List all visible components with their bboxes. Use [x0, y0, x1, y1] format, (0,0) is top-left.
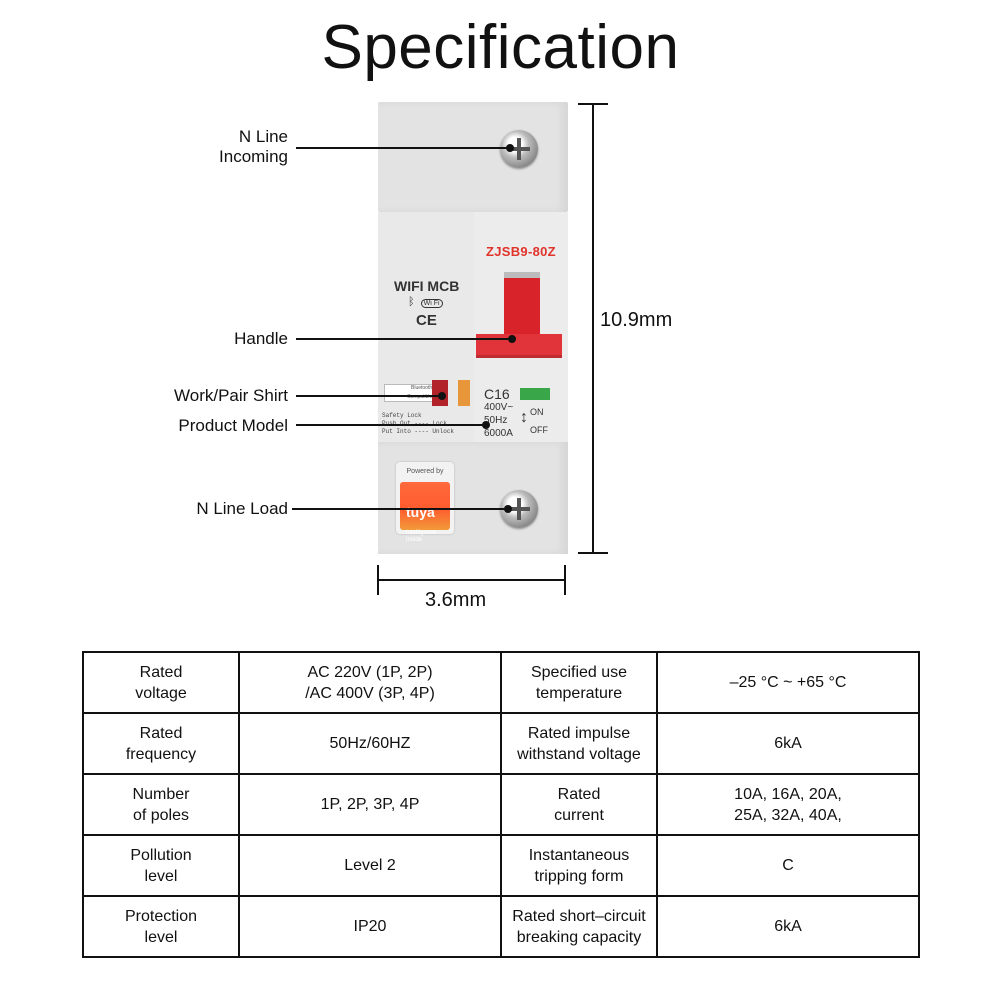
callout-dot-handle — [508, 335, 516, 343]
spec-label: Rated frequency — [82, 712, 240, 775]
rating-frequency: 50Hz — [484, 415, 508, 426]
spec-value: Level 2 — [238, 834, 502, 897]
callout-dot-product-model — [482, 421, 490, 429]
on-off-indicator: ↕ ON OFF — [520, 406, 548, 436]
height-dimension-cap-top — [578, 103, 608, 105]
spec-label: Rated short–circuit breaking capacity — [500, 895, 658, 958]
callout-product-model: Product Model — [178, 416, 288, 435]
callout-line-handle — [296, 338, 512, 340]
height-dimension-label: 10.9mm — [600, 309, 673, 331]
safety-lock-tab — [458, 380, 470, 406]
width-dimension-cap-right — [564, 565, 566, 595]
spec-table: Rated voltage AC 220V (1P, 2P) /AC 400V … — [82, 651, 920, 958]
height-dimension-cap-bottom — [578, 552, 608, 554]
rating-block: C16 400V~ 50Hz 6000A — [484, 386, 514, 440]
width-dimension-line — [378, 579, 566, 581]
table-row: Rated frequency 50Hz/60HZ Rated impulse … — [82, 712, 920, 775]
switch-bottom-label: Compatible — [407, 394, 433, 400]
width-dimension-cap-left — [377, 565, 379, 595]
callout-line-work-pair — [296, 395, 442, 397]
tuya-brand: tuya — [406, 504, 435, 520]
spec-value: C — [656, 834, 920, 897]
off-label: OFF — [530, 425, 548, 435]
spec-value: –25 °C ~ +65 °C — [656, 651, 920, 714]
tuya-badge: Powered by tuya Intelligence Inside — [396, 462, 454, 543]
spec-value: 6kA — [656, 712, 920, 775]
spec-label: Number of poles — [82, 773, 240, 836]
device-top-terminal — [378, 102, 568, 212]
callout-line-load — [292, 508, 508, 510]
callout-dot-load — [504, 505, 512, 513]
rating-capacity: 6000A — [484, 428, 513, 439]
switch-top-label: Bluetooth — [411, 385, 433, 391]
spec-value: IP20 — [238, 895, 502, 958]
spec-label: Rated current — [500, 773, 658, 836]
spec-value: 10A, 16A, 20A, 25A, 32A, 40A, — [656, 773, 920, 836]
wifi-badge: Wi Fi — [420, 299, 443, 308]
spec-value: AC 220V (1P, 2P) /AC 400V (3P, 4P) — [238, 651, 502, 714]
callout-n-line-load: N Line Load — [196, 499, 288, 518]
bluetooth-wifi-row: ᛒ Wi Fi — [408, 296, 443, 308]
status-indicator — [520, 388, 550, 400]
callout-dot-work-pair — [438, 392, 446, 400]
spec-value: 50Hz/60HZ — [238, 712, 502, 775]
callout-line-product-model — [296, 424, 486, 426]
spec-label: Instantaneous tripping form — [500, 834, 658, 897]
table-row: Number of poles 1P, 2P, 3P, 4P Rated cur… — [82, 773, 920, 836]
table-row: Protection level IP20 Rated short–circui… — [82, 895, 920, 958]
ce-mark: CE — [416, 312, 437, 329]
work-pair-switch-panel: Bluetooth Compatible — [384, 384, 436, 402]
table-row: Pollution level Level 2 Instantaneous tr… — [82, 834, 920, 897]
spec-label: Rated voltage — [82, 651, 240, 714]
spec-label: Pollution level — [82, 834, 240, 897]
spec-label: Specified use temperature — [500, 651, 658, 714]
callout-dot-incoming — [506, 144, 514, 152]
width-dimension-label: 3.6mm — [425, 589, 487, 611]
height-dimension-line — [592, 104, 594, 554]
device-model-text: ZJSB9-80Z — [486, 244, 556, 259]
device-label: WIFI MCB — [394, 278, 460, 294]
callout-line-incoming — [296, 147, 510, 149]
handle-lever — [504, 278, 540, 336]
spec-value: 6kA — [656, 895, 920, 958]
up-down-arrow-icon: ↕ — [520, 409, 528, 426]
tuya-tagline: Intelligence Inside — [406, 530, 437, 543]
callout-work-pair-shirt: Work/Pair Shirt — [174, 386, 288, 405]
table-row: Rated voltage AC 220V (1P, 2P) /AC 400V … — [82, 651, 920, 714]
wifi-mcb-device: ZJSB9-80Z WIFI MCB ᛒ Wi Fi CE Bluetooth … — [378, 102, 568, 554]
callout-n-line-incoming: N Line Incoming — [219, 127, 288, 166]
tuya-powered-by: Powered by — [406, 468, 444, 475]
bluetooth-icon: ᛒ — [408, 296, 415, 308]
rating-model: C16 — [484, 386, 510, 402]
spec-label: Rated impulse withstand voltage — [500, 712, 658, 775]
spec-label: Protection level — [82, 895, 240, 958]
rating-voltage: 400V~ — [484, 402, 514, 413]
callout-handle: Handle — [234, 329, 288, 348]
safety-lock-text: Safety Lock Push Out ---- Lock Put Into … — [382, 412, 455, 435]
page-title: Specification — [321, 13, 680, 82]
tuya-logo: tuya Intelligence Inside — [400, 482, 450, 543]
spec-value: 1P, 2P, 3P, 4P — [238, 773, 502, 836]
on-label: ON — [530, 407, 544, 417]
